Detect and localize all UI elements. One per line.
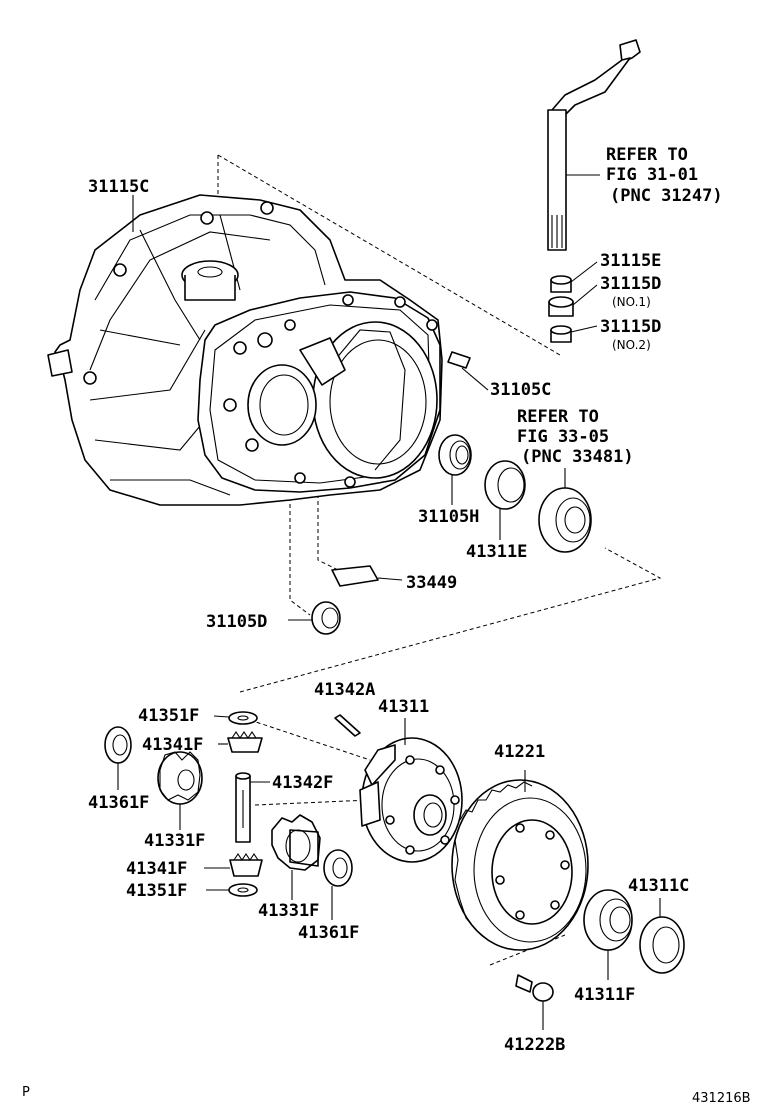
dashed-diff-upper	[249, 719, 371, 761]
label-31105H: 31105H	[418, 507, 479, 527]
label-no1: (NO.1)	[612, 295, 651, 309]
label-41311C: 41311C	[628, 876, 689, 896]
footer-left-mark: P	[22, 1085, 30, 1100]
washer-41361F-left-illustration	[104, 726, 132, 790]
transaxle-housing-illustration	[47, 194, 443, 506]
dashed-diff-axis	[254, 799, 371, 806]
differential-case-41311-illustration	[359, 718, 463, 863]
side-gear-41331F-left-illustration	[157, 751, 203, 830]
ring-gear-41221-illustration	[451, 770, 589, 951]
label-41351F-bottom: 41351F	[126, 881, 187, 901]
figure-code: 431216B	[692, 1091, 751, 1106]
label-41341F-bottom: 41341F	[126, 859, 187, 879]
label-41361F-right: 41361F	[298, 923, 359, 943]
label-31105C: 31105C	[490, 380, 551, 400]
label-31115C: 31115C	[88, 177, 149, 197]
refer-note-1-line3: (PNC 31247)	[610, 186, 723, 206]
washer-41361F-right-illustration	[323, 849, 353, 920]
label-31115D-no2: 31115D	[600, 317, 661, 337]
label-41311E: 41311E	[466, 542, 527, 562]
dashed-lower	[239, 547, 662, 693]
shift-lever-illustration	[547, 39, 641, 251]
label-31115E: 31115E	[600, 251, 661, 271]
label-33449: 33449	[406, 573, 457, 593]
thrust-washer-41351F-bottom-illustration	[206, 883, 258, 897]
label-41342F: 41342F	[272, 773, 333, 793]
pin-41342A-illustration	[334, 714, 361, 737]
bearing-race-41311E-illustration	[484, 460, 526, 540]
oil-seal-large-illustration	[538, 468, 592, 553]
label-41361F-left: 41361F	[88, 793, 149, 813]
bolt-41222B-illustration	[515, 974, 554, 1030]
oil-seal-31105H-illustration	[438, 434, 472, 505]
refer-note-1-line2: FIG 31-01	[606, 165, 698, 185]
bearing-race-41311C-illustration	[639, 898, 685, 974]
label-41351F-top: 41351F	[138, 706, 199, 726]
label-41311: 41311	[378, 697, 429, 717]
label-41222B: 41222B	[504, 1035, 565, 1055]
refer-note-2-line1: REFER TO	[517, 407, 599, 427]
bush-31115D-no2-illustration	[550, 325, 598, 343]
pinion-shaft-41342F-illustration	[235, 772, 270, 843]
refer-note-1-line1: REFER TO	[606, 145, 688, 165]
bearing-41311F-illustration	[583, 889, 633, 980]
bush-31115E-illustration	[550, 261, 598, 293]
dashed-pin-33449	[317, 480, 339, 571]
label-41311F: 41311F	[574, 985, 635, 1005]
refer-note-2-line2: FIG 33-05	[517, 427, 609, 447]
label-no2: (NO.2)	[612, 338, 651, 352]
label-41342A: 41342A	[314, 680, 375, 700]
pin-31105C-illustration	[447, 351, 489, 391]
pinion-gear-41341F-bottom-illustration	[204, 853, 263, 877]
pinion-gear-41341F-top-illustration	[218, 731, 263, 753]
thrust-washer-41351F-top-illustration	[213, 711, 258, 725]
label-31105D: 31105D	[206, 612, 267, 632]
plate-33449-illustration	[331, 565, 403, 587]
label-41341F-top: 41341F	[142, 735, 203, 755]
label-41331F-right: 41331F	[258, 901, 319, 921]
label-41221: 41221	[494, 742, 545, 762]
bush-31115D-no1-illustration	[548, 284, 598, 317]
dashed-reference-lines	[217, 154, 561, 356]
refer-note-2-line3: (PNC 33481)	[521, 447, 634, 467]
label-41331F-left: 41331F	[144, 831, 205, 851]
side-gear-41331F-right-illustration	[271, 814, 321, 900]
label-31115D-no1: 31115D	[600, 274, 661, 294]
oil-seal-31105D-illustration	[288, 601, 341, 635]
